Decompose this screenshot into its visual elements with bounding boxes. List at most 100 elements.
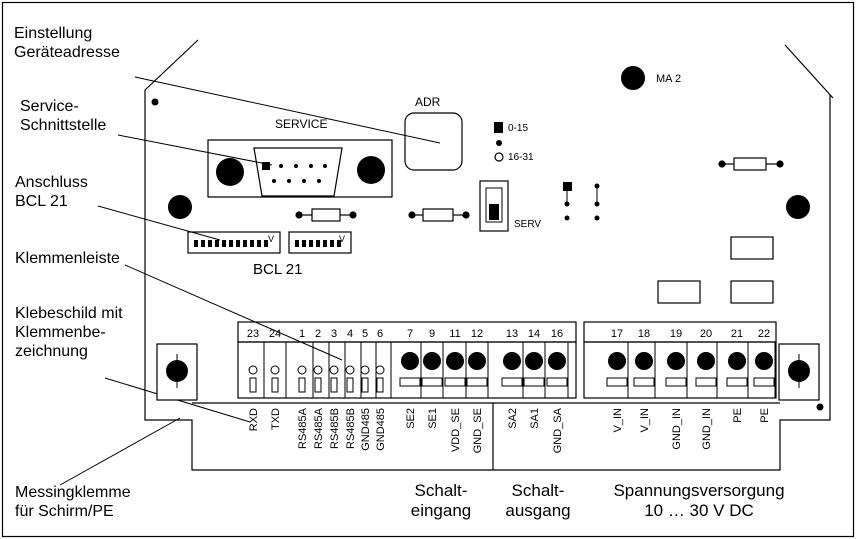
resistor-1 — [295, 208, 357, 222]
bcl-pin — [229, 240, 233, 247]
terminal-signal-name: V_IN — [612, 408, 624, 433]
callout-bcl-connection: Anschluss BCL 21 — [15, 174, 88, 210]
terminal-signal-name: SA1 — [529, 408, 541, 429]
serv-switch[interactable] — [479, 180, 509, 232]
strip-body-left — [237, 341, 577, 399]
terminal-signal-name: PE — [759, 408, 771, 423]
adr-label: ADR — [415, 95, 441, 109]
bcl-pin — [302, 240, 306, 247]
callout-brass-terminal: Messingklemme für Schirm/PE — [15, 484, 131, 520]
terminal-screw[interactable] — [697, 352, 715, 370]
terminal-screw[interactable] — [401, 352, 419, 370]
callout-terminal-strip: Klemmenleiste — [15, 250, 120, 267]
jumper-column-b — [594, 183, 600, 221]
callout-service-interface: Service- Schnittstelle — [20, 98, 107, 134]
service-sub-d-connector[interactable] — [253, 147, 343, 197]
sub-d-screw-left — [216, 158, 244, 186]
terminal-screw-small[interactable] — [297, 365, 307, 375]
terminal-signal-name: V_IN — [639, 408, 651, 433]
group-power-supply: Spannungsversorgung 10 … 30 V DC — [613, 481, 785, 520]
callout-device-address: Einstellung Geräteadresse — [14, 25, 120, 61]
bcl-pin — [257, 240, 261, 247]
terminal-opening — [633, 377, 655, 387]
terminal-number: 11 — [449, 328, 460, 340]
terminal-screw[interactable] — [503, 352, 521, 370]
terminal-signal-name: GND485 — [360, 408, 372, 451]
terminal-signal-name: VDD_SE — [450, 408, 462, 452]
terminal-screw-small[interactable] — [313, 365, 323, 375]
bcl-pin — [316, 240, 320, 247]
range-low-label: 0-15 — [508, 123, 528, 134]
terminal-signal-name: RS485A — [297, 407, 309, 449]
terminal-screw[interactable] — [755, 352, 773, 370]
terminal-contact — [361, 377, 369, 393]
bcl21-connector-b[interactable] — [288, 231, 352, 254]
terminal-opening — [466, 377, 488, 387]
terminal-opening — [523, 377, 545, 387]
bcl21-connector-b-mark: V — [339, 234, 345, 244]
mounting-dot-right — [816, 403, 824, 411]
bcl-pin — [201, 240, 205, 247]
terminal-screw-small[interactable] — [375, 365, 385, 375]
range-jumper-pin — [496, 140, 502, 146]
terminal-signal-name: SE2 — [405, 408, 417, 429]
terminal-screw-small[interactable] — [329, 365, 339, 375]
bcl21-connector-a-mark: V — [268, 234, 274, 244]
serv-switch-knob[interactable] — [489, 204, 499, 220]
terminal-signal-name: GND_IN — [671, 408, 683, 450]
brass-terminal-left[interactable] — [156, 343, 198, 401]
terminal-screw[interactable] — [446, 352, 464, 370]
terminal-screw-small[interactable] — [248, 365, 258, 375]
bcl-pin — [215, 240, 219, 247]
sub-d-flange — [207, 139, 393, 198]
terminal-screw[interactable] — [635, 352, 653, 370]
terminal-signal-name: RS485A — [313, 407, 325, 449]
terminal-screw[interactable] — [423, 352, 441, 370]
terminal-signal-name: GND_SA — [552, 407, 564, 453]
bcl-pin — [323, 240, 327, 247]
terminal-screw[interactable] — [728, 352, 746, 370]
bcl21-connector-a[interactable] — [187, 231, 281, 254]
terminal-screw[interactable] — [667, 352, 685, 370]
terminal-number: 5 — [362, 328, 368, 340]
mounting-hole-left — [168, 195, 192, 219]
terminal-opening — [695, 377, 717, 387]
terminal-signal-name: GND_IN — [701, 408, 713, 450]
range-jumper-bottom[interactable] — [494, 152, 504, 162]
bcl-pin — [208, 240, 212, 247]
terminal-signal-name: PE — [732, 408, 744, 423]
terminal-number: 24 — [269, 328, 281, 340]
adr-address-switch[interactable] — [404, 112, 463, 171]
terminal-screw-small[interactable] — [345, 365, 355, 375]
terminal-number: 12 — [471, 328, 483, 340]
terminal-number: 14 — [528, 328, 540, 340]
jumper-column-a — [563, 182, 572, 221]
brass-terminal-right[interactable] — [778, 343, 820, 401]
terminal-signal-name: GND_SE — [472, 408, 484, 453]
terminal-screw-small[interactable] — [270, 365, 280, 375]
terminal-number: 16 — [551, 328, 563, 340]
terminal-screw[interactable] — [608, 352, 626, 370]
terminal-number: 9 — [429, 328, 435, 340]
terminal-number: 19 — [670, 328, 682, 340]
terminal-number: 7 — [407, 328, 413, 340]
bcl-pin — [236, 240, 240, 247]
terminal-signal-name: RS485B — [329, 408, 341, 449]
bcl21-label: BCL 21 — [253, 261, 302, 278]
terminal-screw[interactable] — [548, 352, 566, 370]
range-jumper-top[interactable] — [494, 122, 503, 133]
terminal-number: 20 — [700, 328, 712, 340]
terminal-opening — [753, 377, 775, 387]
terminal-screw[interactable] — [525, 352, 543, 370]
terminal-number: 13 — [506, 328, 518, 340]
terminal-screw-small[interactable] — [360, 365, 370, 375]
terminal-opening — [665, 377, 687, 387]
sub-d-screw-right — [357, 156, 385, 184]
terminal-opening — [546, 377, 568, 387]
terminal-opening — [421, 377, 443, 387]
group-switching-input: Schalt- eingang — [410, 481, 472, 520]
terminal-screw[interactable] — [468, 352, 486, 370]
board-corner-edge-left — [144, 39, 199, 91]
